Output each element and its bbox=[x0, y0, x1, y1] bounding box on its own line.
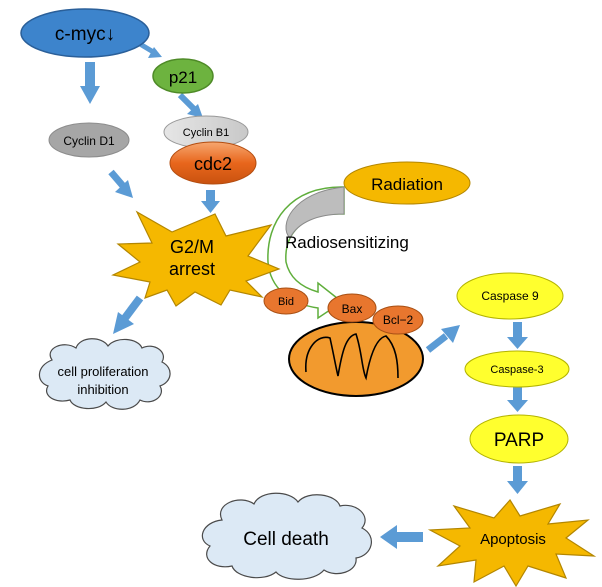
cell-death-label: Cell death bbox=[243, 529, 329, 550]
radiation-node: Radiation bbox=[343, 161, 471, 205]
radiosensitizing-label: Radiosensitizing bbox=[285, 233, 409, 252]
cell-prolif-line1: cell proliferation bbox=[57, 364, 148, 379]
arrow-cyclin-d1-to-g2m bbox=[108, 169, 133, 198]
arrow-cdc2-to-g2m bbox=[201, 190, 220, 213]
cmyc-label: c-myc↓ bbox=[55, 24, 115, 45]
arrow-p21-to-cyclin-b1 bbox=[177, 92, 203, 118]
caspase9-label: Caspase 9 bbox=[481, 289, 539, 303]
cell-death-cloud: Cell death bbox=[201, 492, 372, 580]
apoptosis-label: Apoptosis bbox=[480, 531, 546, 548]
arrow-cmyc-to-p21 bbox=[138, 41, 162, 58]
cyclin-b1-label: Cyclin B1 bbox=[183, 127, 229, 139]
bcl2-node: Bcl−2 bbox=[372, 305, 424, 335]
arrow-apoptosis-to-cell-death bbox=[380, 525, 423, 549]
g2m-label-line2: arrest bbox=[169, 259, 215, 279]
arrow-parp-to-apoptosis bbox=[507, 466, 528, 494]
bcl2-label: Bcl−2 bbox=[383, 313, 414, 327]
cell-prolif-line2: inhibition bbox=[77, 382, 128, 397]
arrow-mito-to-caspase9 bbox=[425, 325, 460, 353]
bid-label: Bid bbox=[278, 296, 294, 308]
cell-prolif-cloud: cell proliferation inhibition bbox=[38, 338, 171, 410]
arrow-g2m-to-prolif bbox=[113, 295, 144, 334]
caspase3-label: Caspase-3 bbox=[490, 364, 543, 376]
p21-label: p21 bbox=[169, 68, 197, 87]
g2m-label-line1: G2/M bbox=[170, 237, 214, 257]
bid-node: Bid bbox=[263, 287, 309, 315]
cyclin-b1-node: Cyclin B1 bbox=[163, 115, 249, 149]
cmyc-node: c-myc↓ bbox=[20, 8, 150, 58]
p21-node: p21 bbox=[152, 58, 214, 94]
parp-label: PARP bbox=[494, 430, 544, 451]
bax-node: Bax bbox=[327, 293, 377, 323]
radiation-label: Radiation bbox=[371, 175, 443, 194]
arrow-caspase3-to-parp bbox=[507, 385, 528, 412]
g2m-arrest-node: G2/M arrest bbox=[111, 210, 281, 307]
apoptosis-node: Apoptosis bbox=[427, 499, 597, 587]
caspase3-node: Caspase-3 bbox=[464, 350, 570, 388]
cdc2-node: cdc2 bbox=[169, 141, 257, 185]
cyclin-d1-node: Cyclin D1 bbox=[48, 122, 130, 158]
arrow-caspase9-to-caspase3 bbox=[507, 322, 528, 349]
arrow-cmyc-to-cyclin-d1 bbox=[80, 62, 100, 104]
caspase9-node: Caspase 9 bbox=[456, 272, 564, 320]
radiosensitizing-arrow-shade bbox=[285, 186, 345, 239]
cdc2-label: cdc2 bbox=[194, 154, 232, 174]
bax-label: Bax bbox=[342, 302, 363, 316]
cyclin-d1-label: Cyclin D1 bbox=[63, 134, 115, 148]
parp-node: PARP bbox=[469, 414, 569, 464]
